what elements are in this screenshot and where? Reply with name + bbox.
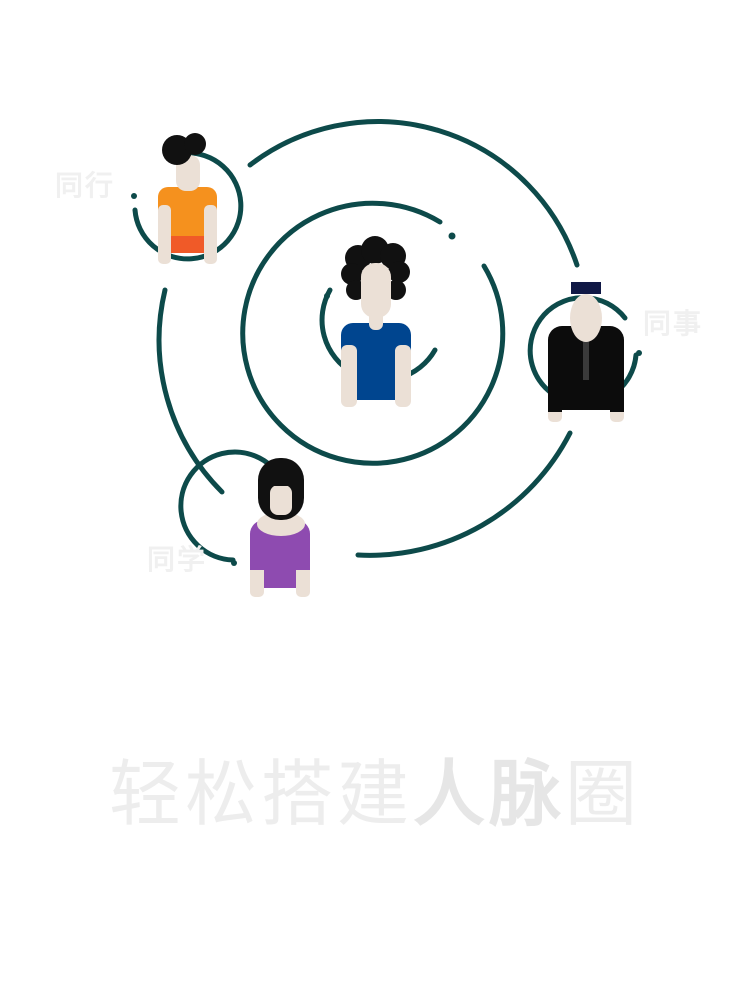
tagline: 轻松搭建人脉圈 (0, 735, 750, 840)
tagline-part1: 轻松搭建 (108, 752, 413, 836)
label-colleague: 同事 (643, 307, 704, 340)
avatar-ring (178, 449, 288, 563)
person-center-icon (341, 236, 411, 407)
tagline-part2: 人脉 (412, 752, 565, 836)
inner-ring-arc (240, 200, 506, 466)
label-classmate: 同学 (147, 543, 208, 576)
person-peer-icon (158, 133, 217, 264)
tagline-part3: 圈 (565, 752, 642, 836)
outer-ring-arc (247, 119, 580, 268)
outer-ring-arc (355, 430, 573, 558)
avatar-ring (132, 150, 244, 262)
person-colleague-icon (548, 282, 624, 422)
label-peer: 同行 (55, 169, 116, 202)
outer-ring-arc (156, 287, 225, 495)
person-classmate-icon (250, 458, 310, 597)
